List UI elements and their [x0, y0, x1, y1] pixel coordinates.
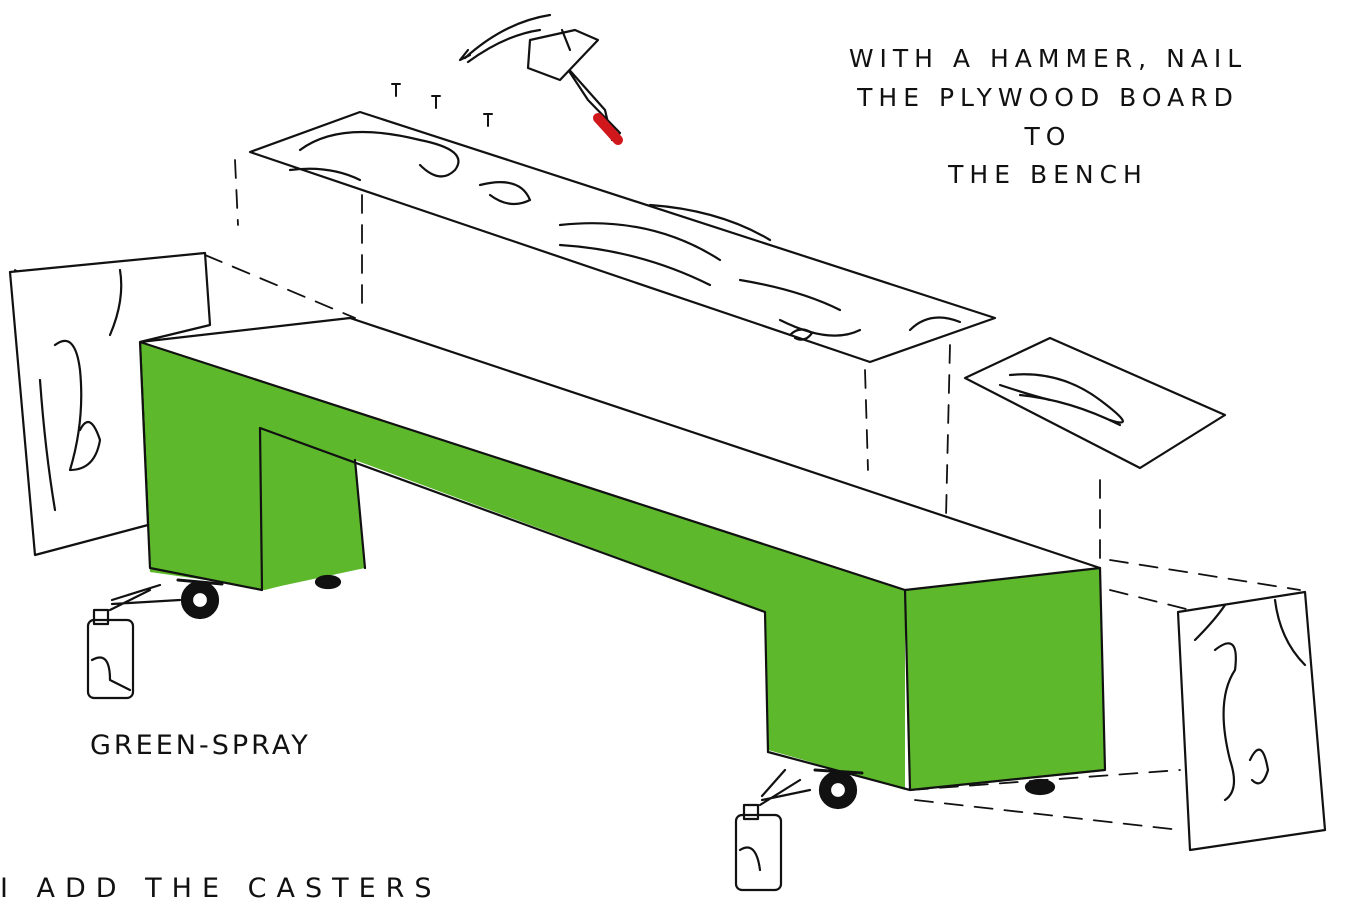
caster-wheel-icon — [316, 576, 340, 588]
bottom-instruction-text: I ADD THE CASTERS — [0, 868, 442, 910]
bench-body — [140, 318, 1105, 790]
spray-can-icon — [88, 585, 180, 698]
caster-wheel-icon — [178, 580, 222, 618]
nail-icon — [392, 84, 492, 126]
bench-end-face — [905, 568, 1105, 790]
plywood-board-icon — [1178, 592, 1325, 850]
green-spray-label: GREEN-SPRAY — [90, 725, 311, 767]
hammer-instruction-text: WITH A HAMMER, NAIL THE PLYWOOD BOARD TO… — [828, 40, 1268, 195]
plywood-board-icon — [965, 338, 1225, 468]
spray-can-icon — [736, 770, 810, 890]
caster-wheel-icon — [1026, 780, 1054, 794]
hammer-icon — [528, 30, 620, 140]
